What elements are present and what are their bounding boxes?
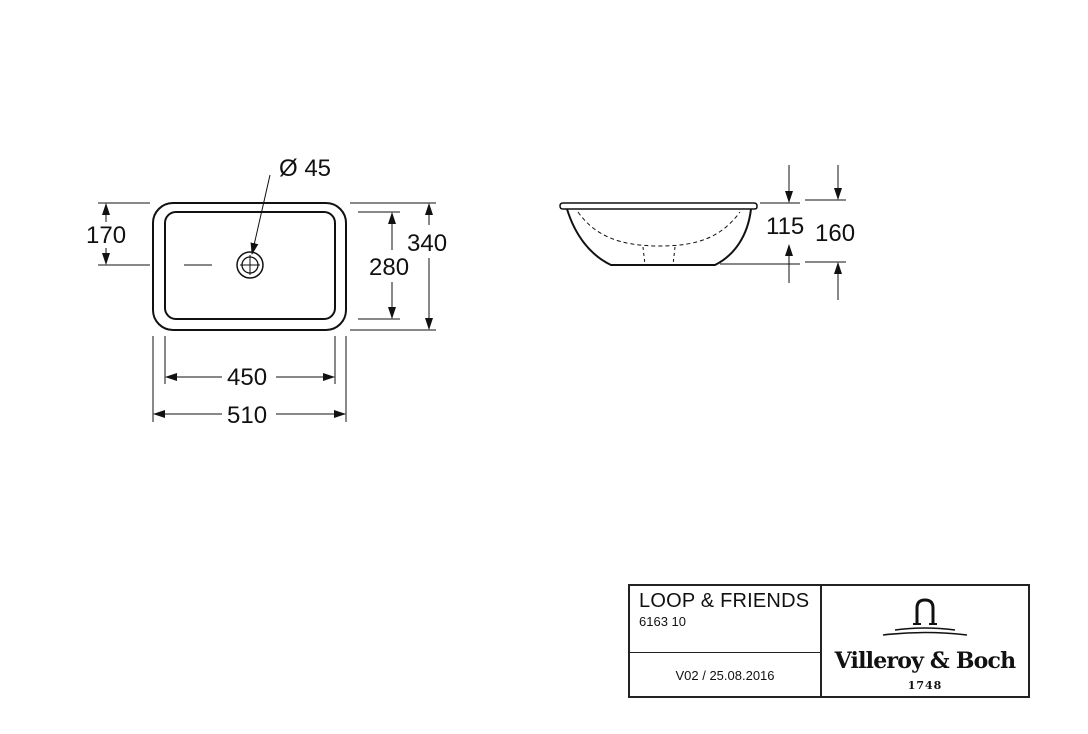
label-bowl-height: 115 (766, 213, 804, 240)
brand-logo: Villeroy & Boch 1748 (822, 586, 1028, 696)
basin-side-hidden-bowl (577, 211, 741, 247)
title-block-divider (630, 652, 820, 653)
label-inner-depth: 280 (369, 254, 409, 281)
drain-leader (250, 174, 271, 255)
brand-year: 1748 (907, 679, 943, 692)
label-total-height: 160 (815, 220, 855, 247)
label-drain-diameter: Ø 45 (279, 155, 331, 182)
side-view (559, 165, 846, 300)
label-drain-offset: 170 (86, 222, 126, 249)
hidden-drain-right (672, 246, 676, 266)
hidden-drain-left (642, 246, 646, 266)
basin-side-rim (559, 202, 758, 210)
drain-outer (236, 251, 264, 279)
label-inner-width: 450 (227, 364, 267, 391)
product-name: LOOP & FRIENDS (639, 590, 810, 612)
title-block: LOOP & FRIENDS 6163 10 V02 / 25.08.2016 … (628, 584, 1030, 698)
title-block-info: LOOP & FRIENDS 6163 10 V02 / 25.08.2016 (630, 586, 822, 696)
label-outer-width: 510 (227, 402, 267, 429)
basin-inner-bowl (164, 211, 336, 320)
top-view (98, 174, 436, 422)
basin-outer-rim (152, 202, 347, 331)
product-code: 6163 10 (639, 614, 686, 629)
faucet-logo-icon (882, 598, 968, 636)
basin-side-body (566, 208, 752, 266)
version-date: V02 / 25.08.2016 (675, 668, 775, 683)
brand-name: Villeroy & Boch (834, 648, 1016, 674)
label-outer-depth: 340 (407, 230, 447, 257)
